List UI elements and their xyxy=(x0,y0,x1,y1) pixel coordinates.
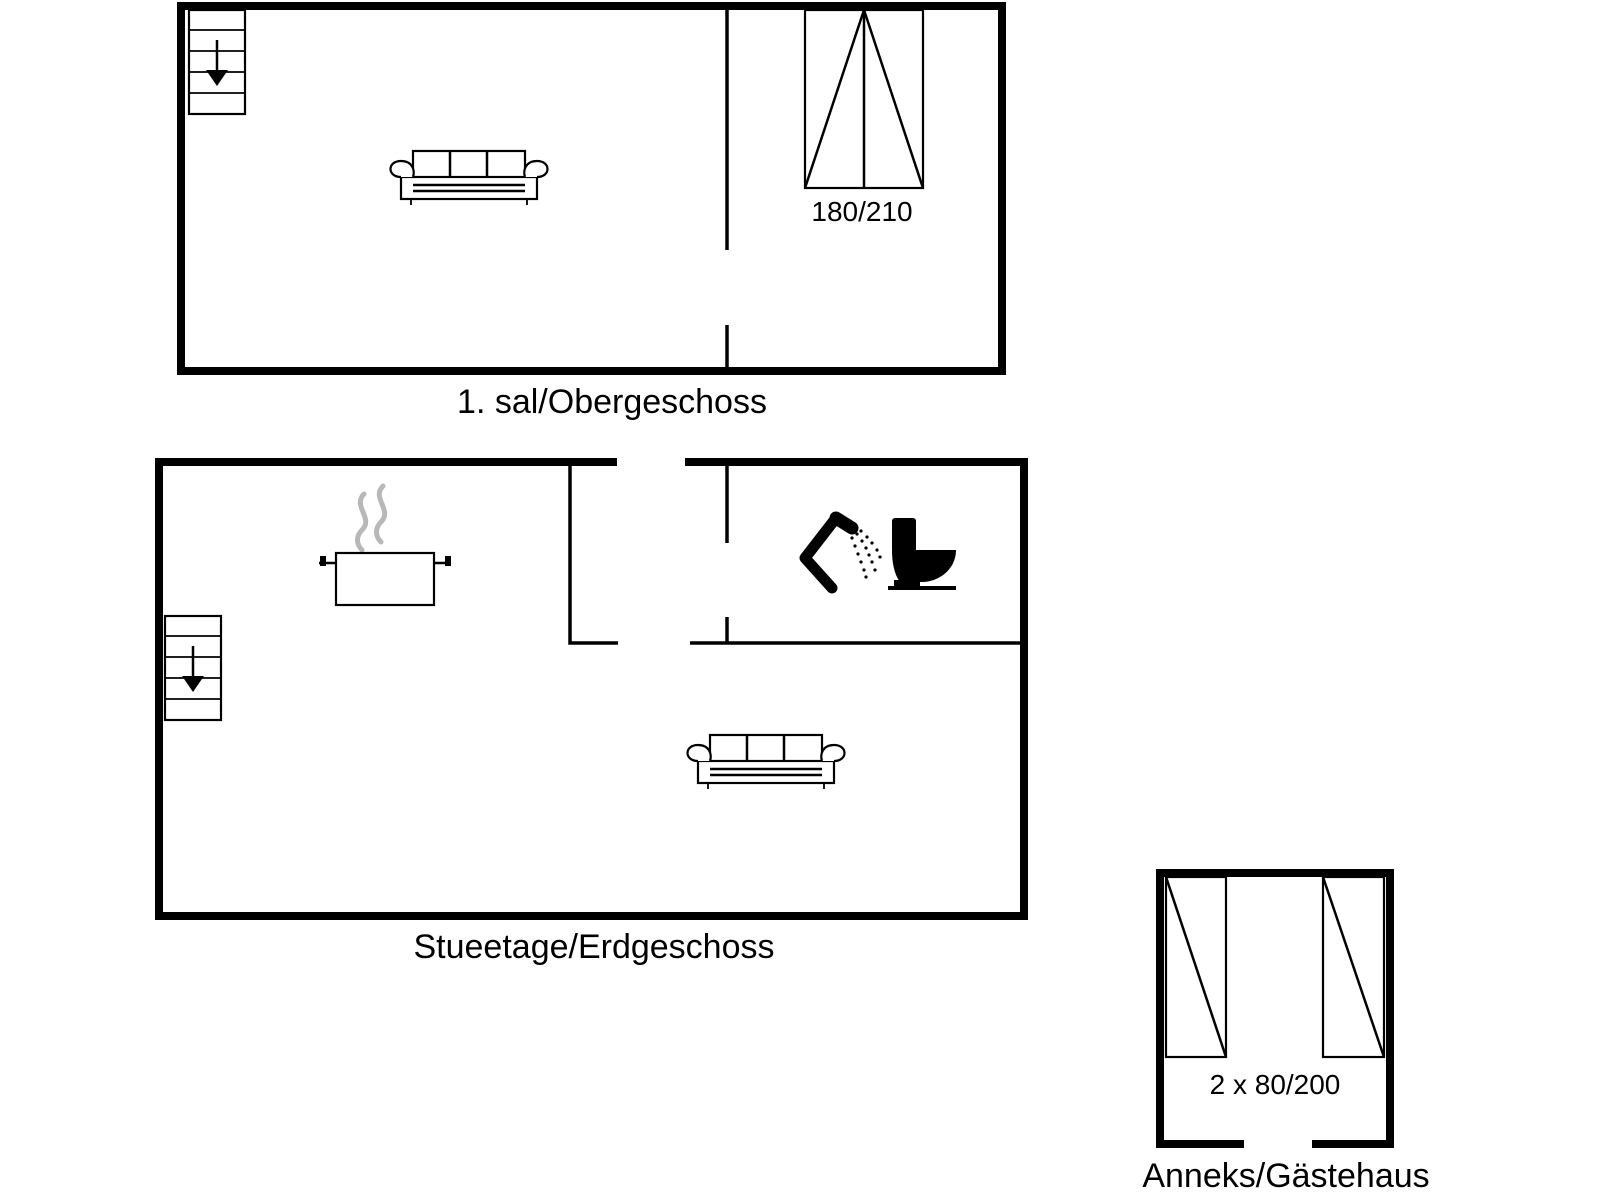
floor-label-ground: Stueetage/Erdgeschoss xyxy=(413,928,774,966)
shower-icon xyxy=(799,511,882,594)
toilet-icon xyxy=(888,518,956,590)
double-bed-icon xyxy=(803,8,925,190)
bed-size-label: 2 x 80/200 xyxy=(1210,1069,1341,1100)
sofa-icon xyxy=(389,149,549,207)
annex-outline xyxy=(1156,869,1394,1148)
ground-floor-plan: Stueetage/Erdgeschoss xyxy=(155,458,1028,966)
stairs-icon xyxy=(187,8,247,116)
annex-plan: 2 x 80/200 Anneks/Gästehaus xyxy=(1142,869,1430,1195)
ground-floor-outline xyxy=(155,458,1028,920)
sofa-icon xyxy=(686,733,846,791)
single-bed-icon xyxy=(1164,875,1228,1059)
floor-label-upper: 1. sal/Obergeschoss xyxy=(457,383,767,421)
single-bed-icon xyxy=(1321,875,1386,1059)
stairs-icon xyxy=(163,614,223,722)
bed-size-label: 180/210 xyxy=(811,196,912,227)
cooking-pot-icon xyxy=(319,483,451,607)
ground-hall-wall xyxy=(568,462,618,645)
floor-label-annex: Anneks/Gästehaus xyxy=(1142,1157,1429,1195)
upper-floor-outline xyxy=(177,2,1006,375)
upper-floor-plan: 180/210 1. sal/Obergeschoss xyxy=(177,2,1006,421)
